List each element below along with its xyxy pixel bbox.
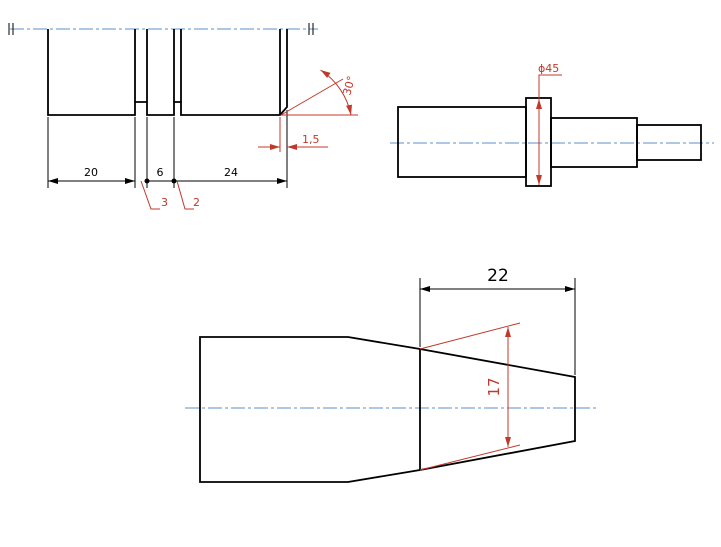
fig2-label-diameter: ϕ45 [538, 62, 559, 75]
fig2-right-shaft [636, 124, 702, 161]
fig1-leader-3 [140, 180, 160, 210]
fig1-label-1-5: 1,5 [302, 133, 320, 146]
fig3-outline [199, 336, 576, 483]
fig3-label-length: 22 [487, 266, 509, 286]
figure-1-grooved-shaft: 20 6 24 3 2 1,5 30° [8, 23, 358, 210]
fig1-break-mark-left [8, 23, 14, 35]
fig1-dot-1 [144, 178, 150, 184]
fig1-break-mark-right [308, 23, 314, 35]
fig2-left-shaft [397, 106, 527, 178]
fig1-label-6: 6 [157, 166, 164, 179]
figure-3-tapered-shaft: 22 17 [185, 266, 598, 483]
fig1-label-20: 20 [84, 166, 98, 179]
fig3-red-ext-top [419, 322, 521, 350]
fig1-label-angle: 30° [340, 74, 358, 96]
fig3-label-height: 17 [485, 377, 503, 396]
fig1-label-24: 24 [224, 166, 238, 179]
fig1-leader-2 [176, 180, 194, 210]
fig1-angle-arc [320, 69, 352, 116]
fig1-dot-2 [171, 178, 177, 184]
figure-2-collar-shaft: ϕ45 [390, 62, 714, 187]
fig1-extension-lines [47, 110, 288, 188]
fig2-diameter-leader [538, 74, 562, 99]
fig1-vertical-edges [134, 29, 281, 115]
fig1-outline [47, 29, 288, 116]
fig3-red-ext-bottom [419, 444, 521, 471]
fig1-angle-ref-inclined [280, 78, 344, 116]
fig1-label-3: 3 [161, 196, 168, 209]
fig1-label-2: 2 [193, 196, 200, 209]
